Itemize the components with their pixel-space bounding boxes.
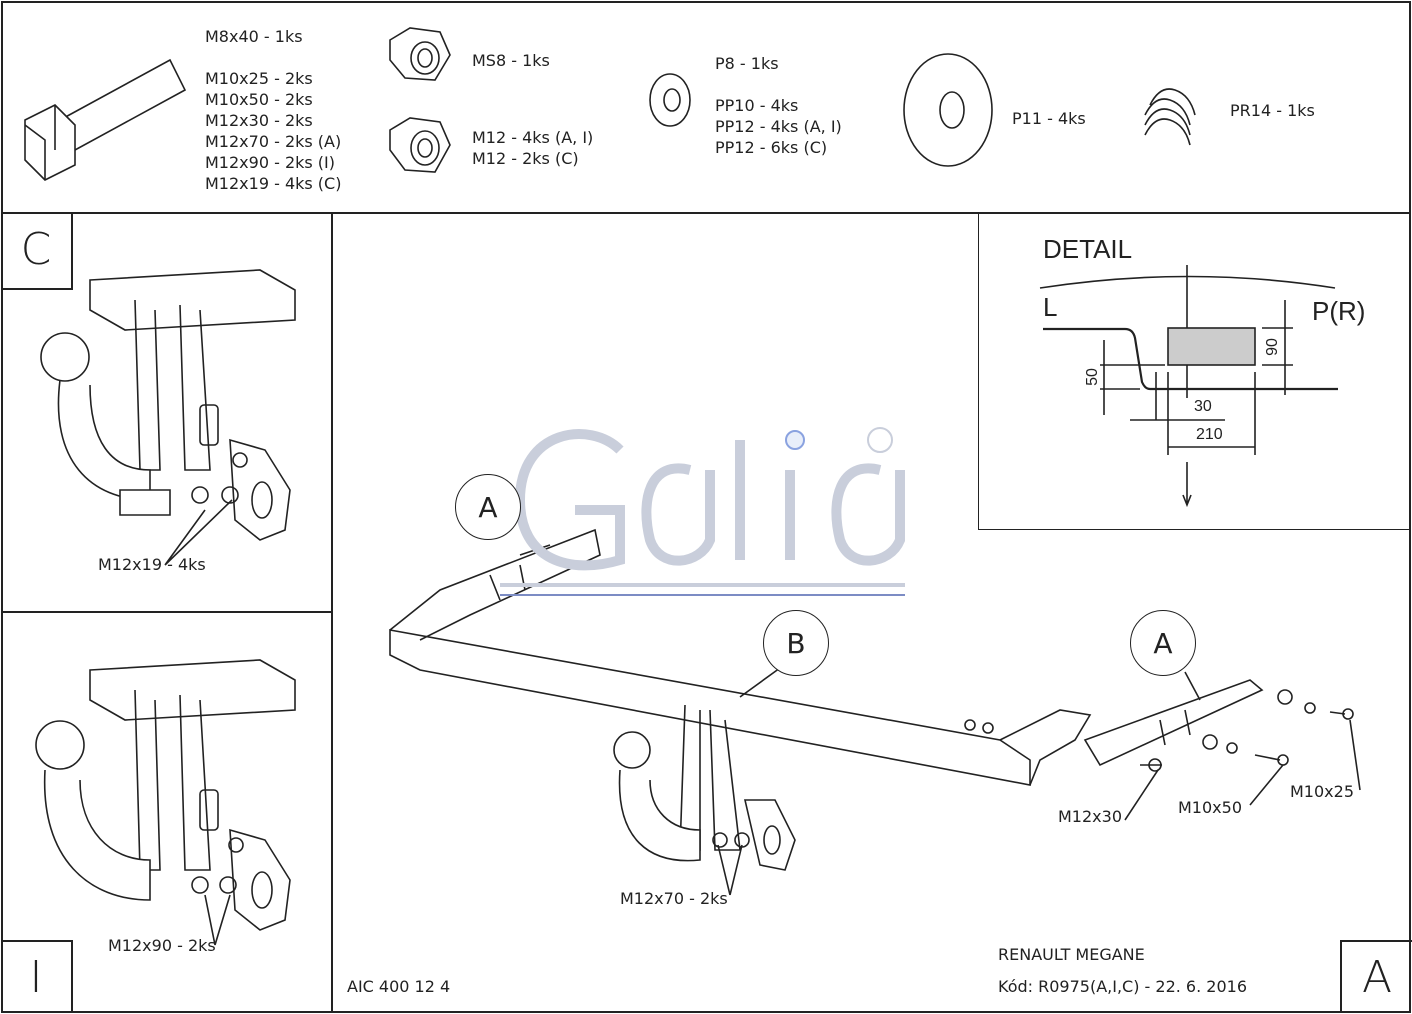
- bolt-item: M10x25 - 2ks: [205, 69, 313, 88]
- variant-a-box: A: [1340, 940, 1412, 1013]
- variant-a-letter: A: [1361, 951, 1393, 1003]
- washer-small-icon: [649, 73, 691, 127]
- spring-label: PR14 - 1ks: [1230, 101, 1315, 120]
- nut-ms8-label: MS8 - 1ks: [472, 51, 550, 70]
- washer-item: PP12 - 4ks (A, I): [715, 117, 842, 136]
- variant-c-letter: C: [20, 224, 52, 275]
- variant-i-letter: I: [29, 951, 43, 1003]
- towbar-main-drawing: [389, 528, 1361, 896]
- washer-item: PP10 - 4ks: [715, 96, 799, 115]
- washer-item: P8 - 1ks: [715, 54, 779, 73]
- variant-c-box: C: [1, 212, 73, 290]
- variant-c-bolt-label: M12x19 - 4ks: [98, 555, 206, 574]
- left-row-divider: [1, 611, 333, 613]
- detail-title: DETAIL: [1043, 234, 1133, 264]
- bolt-label-m12x30: M12x30: [1058, 807, 1122, 826]
- bolt-item: M10x50 - 2ks: [205, 90, 313, 109]
- dim-210: 210: [1196, 426, 1223, 443]
- bolt-label-m10x50: M10x50: [1178, 798, 1242, 817]
- towbar-variant-i-drawing: [35, 659, 296, 946]
- nut-ms8-icon: [389, 27, 451, 81]
- dim-30: 30: [1194, 398, 1212, 415]
- bolt-list: M8x40 - 1ks M10x25 - 2ks M10x50 - 2ks M1…: [205, 26, 341, 194]
- bolt-item: M12x90 - 2ks (I): [205, 153, 336, 172]
- bolt-item: M8x40 - 1ks: [205, 27, 303, 46]
- washer-large-icon: [903, 53, 993, 167]
- callout-b: B: [763, 610, 829, 676]
- vehicle-name: RENAULT MEGANE: [998, 945, 1145, 964]
- variant-a-bolt-label: M12x70 - 2ks: [620, 889, 728, 908]
- variant-i-box: I: [1, 940, 73, 1013]
- washer-large-label: P11 - 4ks: [1012, 109, 1086, 128]
- detail-drawing: [1039, 265, 1338, 508]
- product-code: AIC 400 12 4: [347, 977, 451, 996]
- bolt-icon: [24, 58, 187, 181]
- detail-left-label: L: [1043, 292, 1058, 322]
- dim-90: 90: [1263, 338, 1281, 356]
- detail-right-label: P(R): [1312, 296, 1366, 326]
- bolt-item: M12x30 - 2ks: [205, 111, 313, 130]
- parts-divider: [1, 212, 1411, 214]
- nut-m12-icon: [389, 117, 451, 173]
- detail-box: [978, 212, 1411, 530]
- nut-item: M12 - 2ks (C): [472, 149, 579, 168]
- variant-i-bolt-label: M12x90 - 2ks: [108, 936, 216, 955]
- bolt-item: M12x19 - 4ks (C): [205, 174, 342, 193]
- nut-m12-list: M12 - 4ks (A, I) M12 - 2ks (C): [472, 127, 593, 169]
- nut-item: M12 - 4ks (A, I): [472, 128, 594, 147]
- callout-a-left: A: [455, 474, 521, 540]
- drawing-code: Kód: R0975(A,I,C) - 22. 6. 2016: [998, 977, 1247, 996]
- dim-50: 50: [1083, 368, 1101, 386]
- spring-icon: [1144, 88, 1196, 146]
- washer-list: P8 - 1ks PP10 - 4ks PP12 - 4ks (A, I) PP…: [715, 53, 842, 158]
- galia-logo: [500, 427, 905, 596]
- bolt-item: M12x70 - 2ks (A): [205, 132, 342, 151]
- towbar-variant-c-drawing: [40, 269, 296, 566]
- callout-a-right: A: [1130, 610, 1196, 676]
- bolt-label-m10x25: M10x25: [1290, 782, 1354, 801]
- washer-item: PP12 - 6ks (C): [715, 138, 828, 157]
